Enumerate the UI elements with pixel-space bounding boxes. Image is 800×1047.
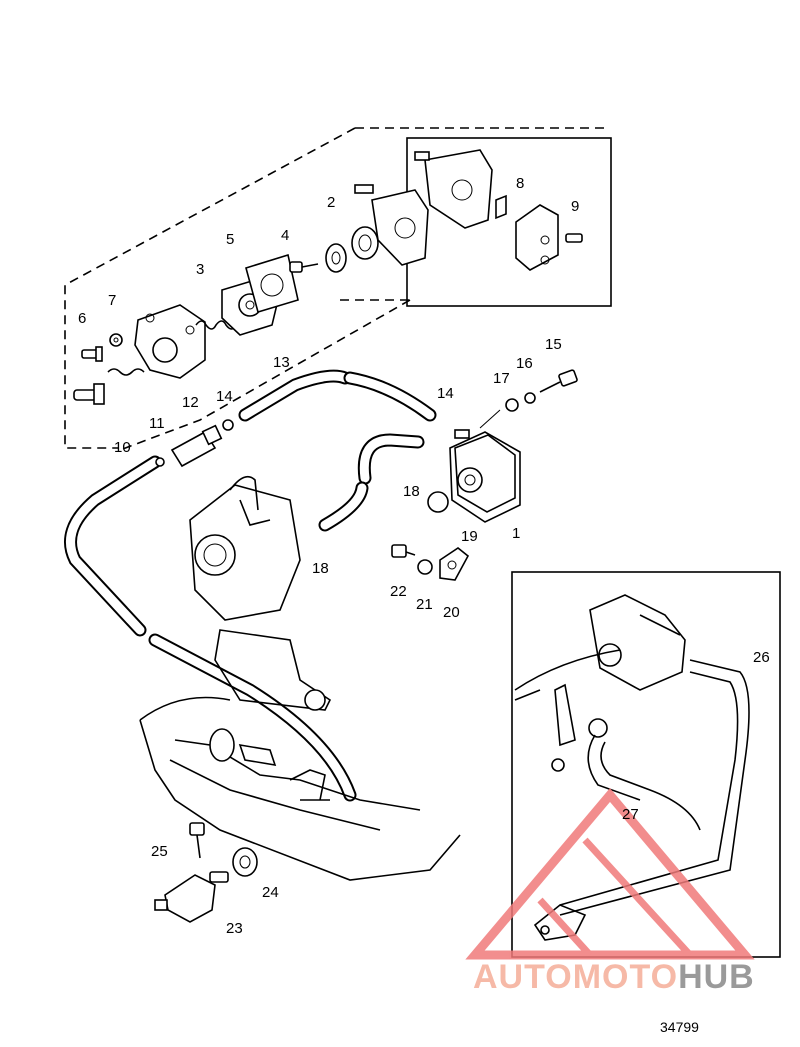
callout-10: 10 bbox=[114, 439, 131, 456]
inset-block-part bbox=[515, 204, 583, 271]
callout-22: 22 bbox=[390, 583, 407, 600]
callout-5: 5 bbox=[226, 231, 234, 248]
callout-12: 12 bbox=[182, 394, 199, 411]
primer-valve-24 bbox=[154, 871, 229, 923]
callout-16: 16 bbox=[516, 355, 533, 372]
kit-dashed-outline bbox=[64, 127, 610, 451]
callout-13: 13 bbox=[273, 354, 290, 371]
callout-17: 17 bbox=[493, 370, 510, 387]
callout-8: 8 bbox=[516, 175, 524, 192]
callout-4: 4 bbox=[281, 227, 289, 244]
disc-part bbox=[325, 243, 347, 273]
hose-13 bbox=[238, 369, 437, 422]
callout-24: 24 bbox=[262, 884, 279, 901]
callout-9: 9 bbox=[571, 198, 579, 215]
clamp-14-left bbox=[222, 419, 234, 431]
callout-7: 7 bbox=[108, 292, 116, 309]
fuel-pump-assembly bbox=[449, 429, 521, 523]
nut-17 bbox=[505, 398, 519, 412]
detail-hoses bbox=[559, 659, 750, 916]
gasket-part bbox=[245, 253, 299, 314]
check-valve-part bbox=[73, 368, 145, 405]
engine-block bbox=[139, 696, 461, 881]
callout-14: 14 bbox=[216, 388, 233, 405]
callout-18: 18 bbox=[312, 560, 329, 577]
washer-part bbox=[109, 333, 123, 347]
hose-19 bbox=[318, 433, 425, 532]
callout-25: 25 bbox=[151, 843, 168, 860]
detail-valve bbox=[533, 904, 587, 941]
callout-6: 6 bbox=[78, 310, 86, 327]
callout-27: 27 bbox=[622, 806, 639, 823]
detail-engine-line bbox=[514, 649, 621, 747]
bolt-26 bbox=[189, 822, 205, 859]
hose-10 bbox=[64, 455, 357, 802]
callout-3: 3 bbox=[196, 261, 204, 278]
washer-22 bbox=[417, 559, 433, 575]
bracket-21 bbox=[439, 547, 470, 581]
callout-26: 26 bbox=[753, 649, 770, 666]
inset-gasket-part bbox=[495, 194, 507, 220]
carburetor bbox=[189, 475, 332, 711]
callout-15: 15 bbox=[545, 336, 562, 353]
watermark-text: AUTOMOTOHUB bbox=[473, 958, 755, 996]
spring-part bbox=[195, 320, 237, 330]
callout-21: 21 bbox=[416, 596, 433, 613]
bolt-15 bbox=[539, 369, 578, 393]
pump-cover-part bbox=[134, 304, 206, 379]
clamp-11 bbox=[155, 457, 165, 467]
fuel-filter-part bbox=[170, 424, 223, 468]
valve-body-part bbox=[354, 184, 429, 266]
washer-16 bbox=[524, 392, 536, 404]
watermark-logo bbox=[465, 788, 755, 960]
o-ring-20 bbox=[427, 491, 449, 513]
callout-23: 23 bbox=[226, 920, 243, 937]
screw-part bbox=[81, 346, 103, 362]
callout-18: 18 bbox=[403, 483, 420, 500]
leader-line bbox=[479, 409, 501, 429]
callout-11: 11 bbox=[149, 415, 165, 432]
screw-part-small bbox=[289, 261, 319, 273]
bolt-23 bbox=[391, 544, 416, 558]
callout-1: 1 bbox=[512, 525, 520, 542]
callout-19: 19 bbox=[461, 528, 478, 545]
callout-20: 20 bbox=[443, 604, 460, 621]
figure-number: 34799 bbox=[660, 1019, 699, 1035]
callout-2: 2 bbox=[327, 194, 335, 211]
gasket-ring-part bbox=[351, 226, 379, 260]
detail-pump bbox=[589, 594, 686, 691]
callout-14: 14 bbox=[437, 385, 454, 402]
inset-plate-part bbox=[414, 149, 493, 229]
detail-fitting bbox=[551, 758, 565, 772]
spacer-25 bbox=[232, 847, 258, 877]
